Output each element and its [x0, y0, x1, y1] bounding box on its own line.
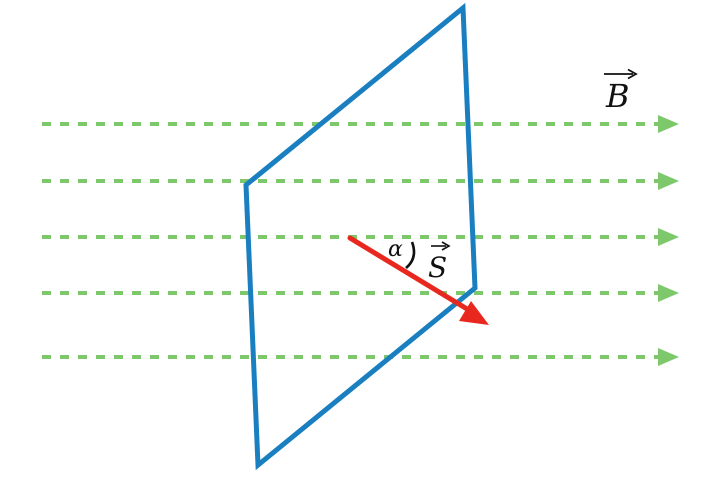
field-line-arrowhead-2: [658, 172, 679, 190]
field-label-text: B: [605, 77, 630, 115]
magnetic-field-lines: [42, 115, 679, 366]
area-vector-arrowhead: [459, 301, 489, 325]
field-line-arrowhead-3: [658, 228, 679, 246]
current-loop: [243, 2, 478, 471]
field-line-arrowhead-1: [658, 115, 679, 133]
field-line-arrowhead-4: [658, 284, 679, 302]
angle-label: α: [388, 237, 403, 262]
field-line-arrowhead-5: [658, 348, 679, 366]
vector-arrowhead-icon-b: [627, 68, 638, 80]
area-vector-label: S: [428, 241, 451, 284]
field-label: B: [604, 68, 638, 115]
vector-arrowhead-icon-s: [441, 241, 451, 251]
area-vector: [347, 235, 489, 325]
area-vector-shaft: [347, 235, 475, 315]
angle-arc: [405, 241, 416, 269]
area-vector-label-text: S: [428, 251, 447, 284]
